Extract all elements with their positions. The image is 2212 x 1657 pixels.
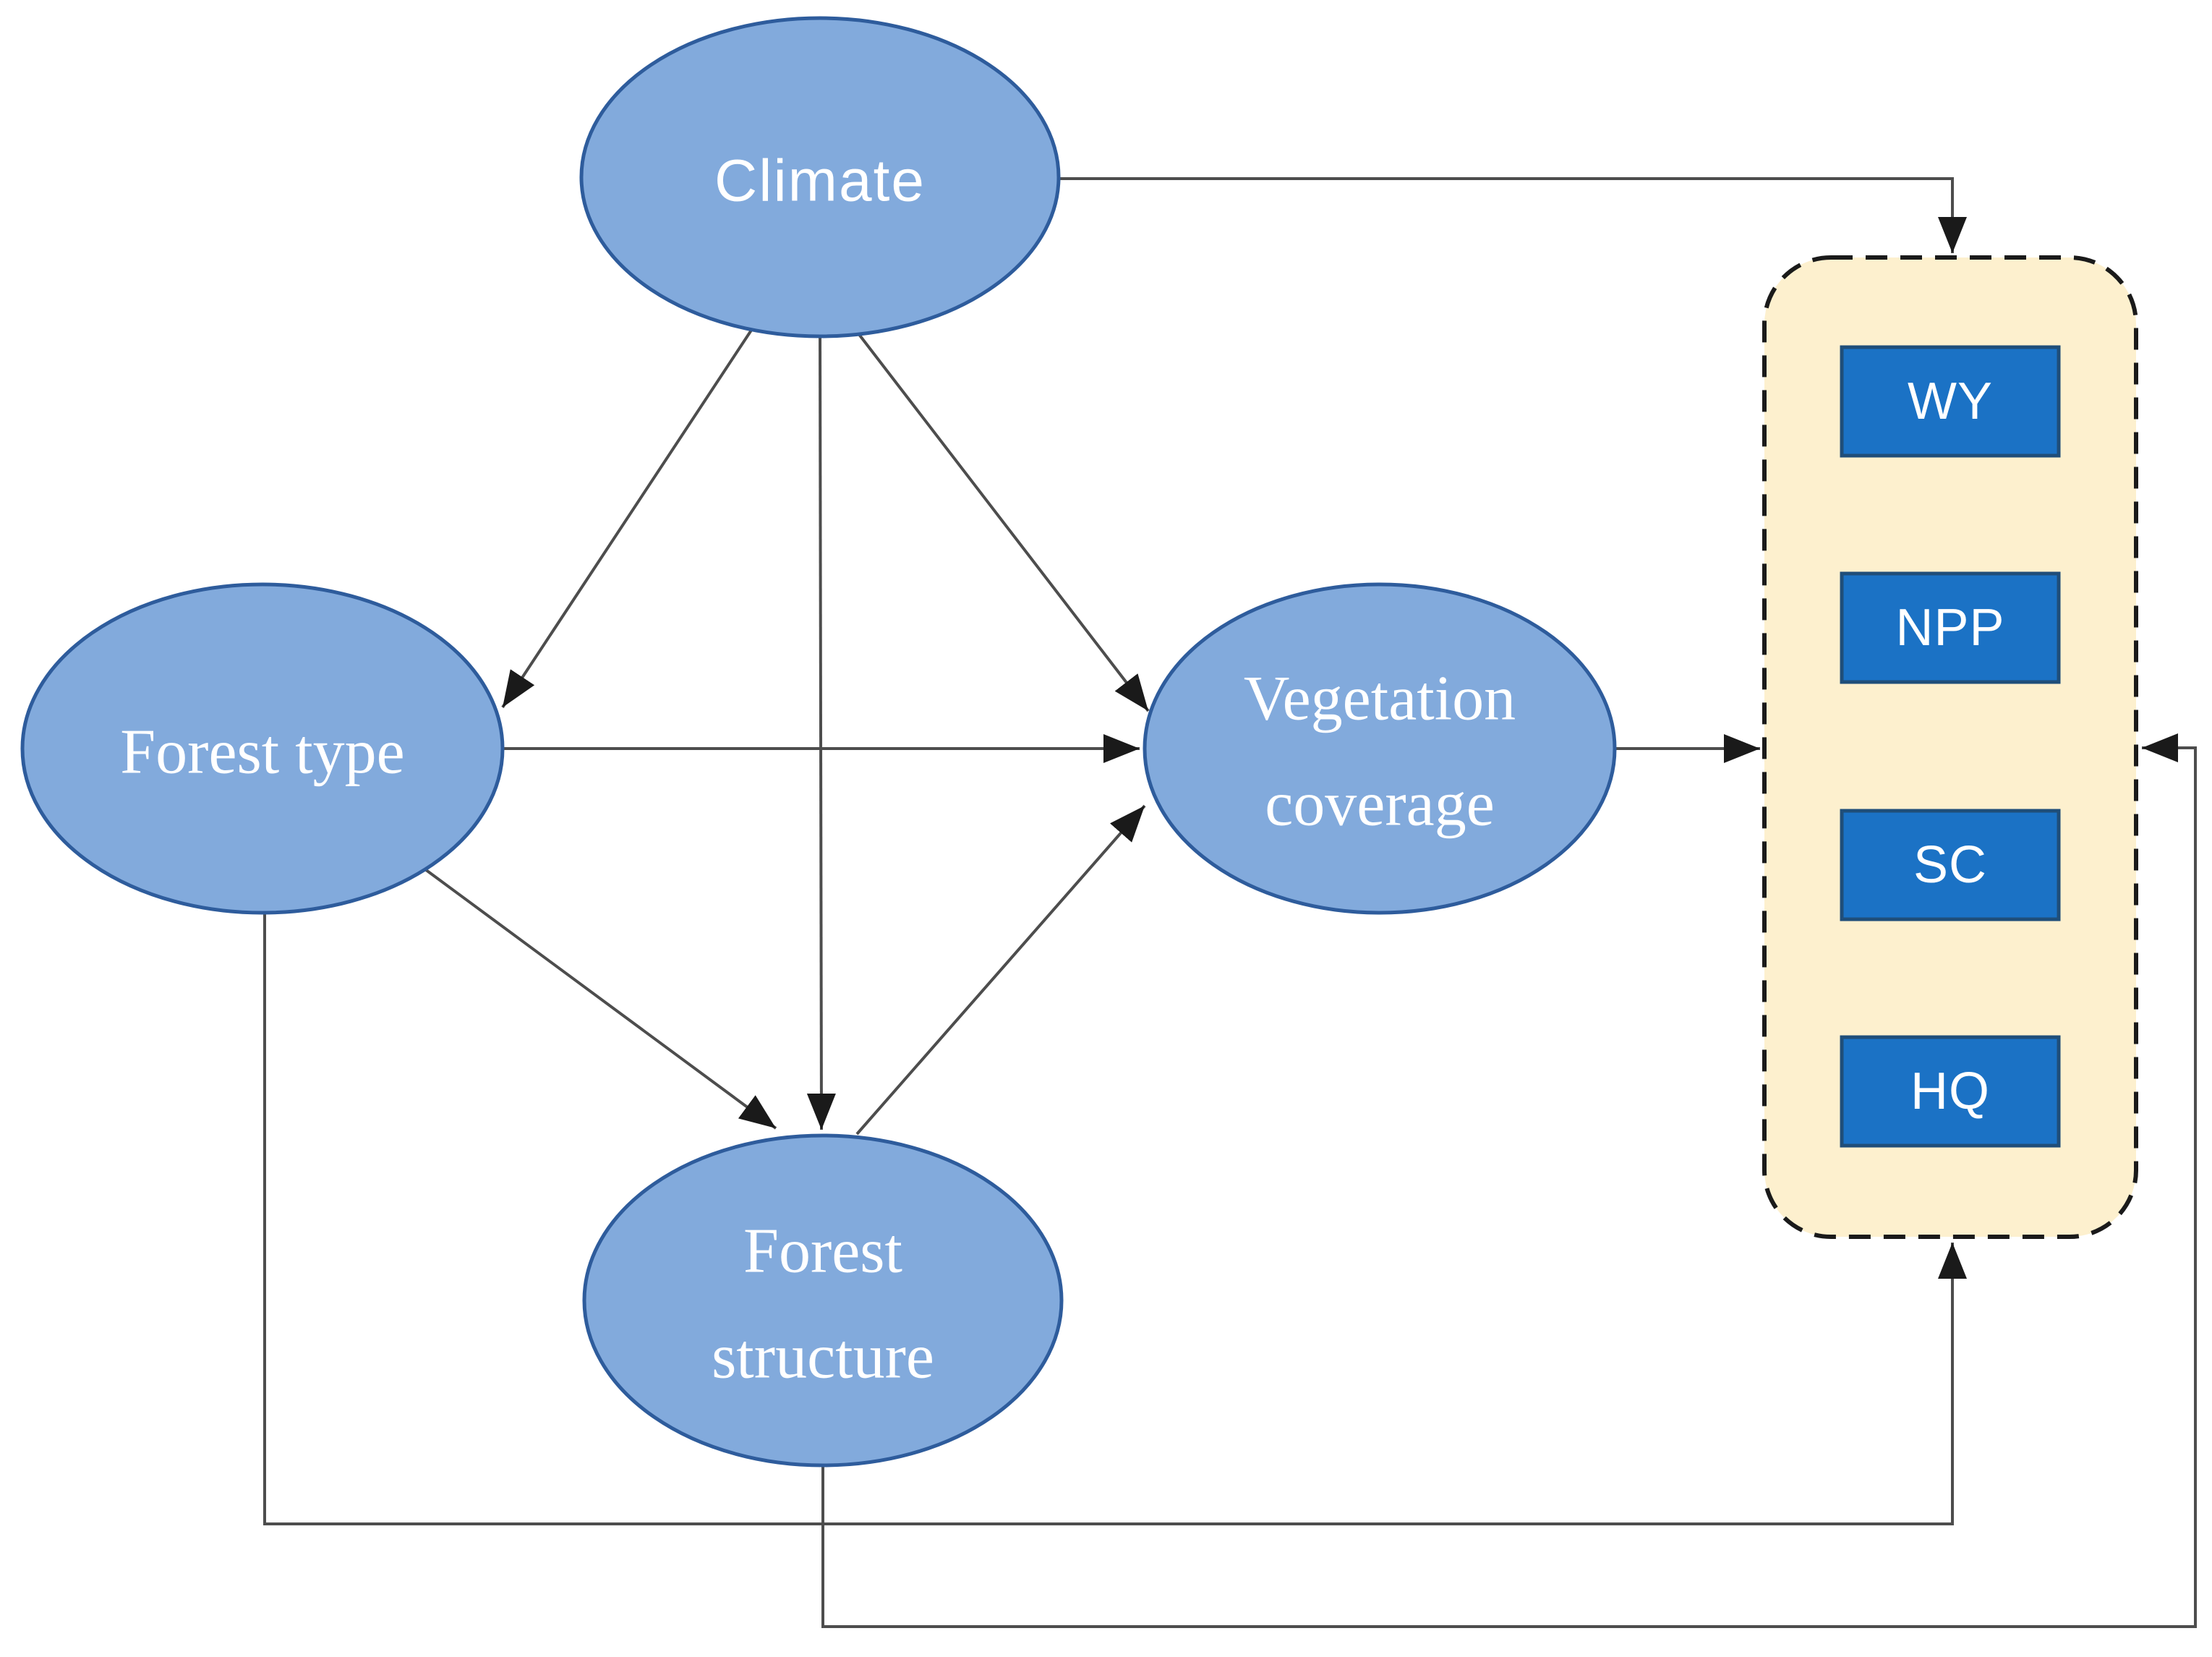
service-item-hq-label: HQ [1910, 1062, 1990, 1120]
service-item-sc-label: SC [1913, 836, 1987, 894]
node-vegetation-coverage-label-line1: Vegetation [1244, 664, 1516, 734]
node-forest-structure [582, 1133, 1064, 1468]
arrow-forest-type-to-services-box-bottom [263, 913, 1967, 1525]
arrow-climate-to-vegetation-coverage [852, 325, 1150, 712]
node-vegetation-coverage [1143, 582, 1617, 915]
arrow-forest-structure-to-vegetation-coverage [855, 804, 1146, 1136]
service-item-hq [1840, 1035, 2061, 1148]
node-layer: Climate Forest type Vegetation coverage … [20, 16, 1617, 1468]
service-item-wy [1840, 345, 2061, 458]
service-item-sc [1840, 809, 2061, 921]
service-item-wy-label: WY [1908, 372, 1993, 430]
service-item-npp-label: NPP [1895, 599, 2004, 657]
arrow-climate-to-forest-structure [806, 331, 836, 1130]
arrow-climate-to-forest-type [501, 325, 755, 709]
node-climate-label: Climate [714, 148, 926, 214]
node-forest-structure-label-line1: Forest [743, 1217, 902, 1287]
ecosystem-services-box [1762, 255, 2138, 1239]
service-item-npp [1840, 571, 2061, 684]
node-climate [579, 16, 1061, 338]
arrow-forest-type-to-forest-structure [424, 868, 777, 1130]
node-forest-structure-label-line2: structure [712, 1322, 934, 1392]
node-forest-type-label: Forest type [120, 717, 405, 788]
node-vegetation-coverage-label-line2: coverage [1265, 770, 1495, 840]
node-forest-type [20, 582, 505, 915]
service-items: WY NPP SC HQ [1840, 345, 2061, 1148]
arrow-forest-structure-to-services-box-right [821, 733, 2197, 1628]
connector-layer [263, 177, 2197, 1628]
arrow-climate-to-services-box [1059, 177, 1967, 253]
